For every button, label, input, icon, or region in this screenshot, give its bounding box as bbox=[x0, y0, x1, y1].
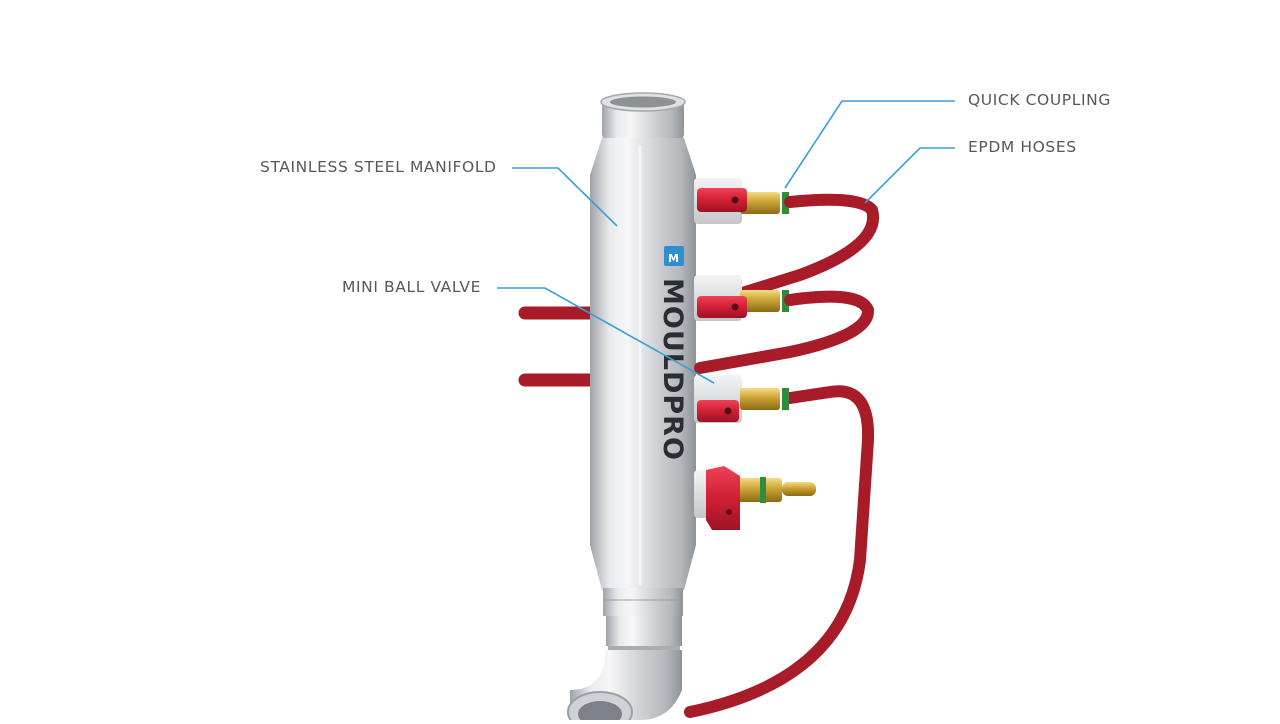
callout-line-hoses bbox=[864, 147, 955, 204]
label-stainless-steel-manifold: STAINLESS STEEL MANIFOLD bbox=[260, 158, 497, 176]
mouldpro-mark-icon bbox=[664, 246, 684, 266]
hose-bottom-loop bbox=[684, 385, 875, 718]
bottom-elbow bbox=[567, 612, 682, 724]
svg-text:M: M bbox=[668, 252, 679, 265]
callout-line-valve bbox=[497, 287, 715, 384]
callout-line-manifold bbox=[512, 167, 618, 227]
port-3 bbox=[694, 375, 789, 423]
callout-lines bbox=[497, 100, 955, 384]
callout-line-coupling bbox=[784, 100, 955, 189]
brand-name: MOULDPRO bbox=[657, 278, 688, 461]
label-epdm-hoses: EPDM HOSES bbox=[968, 138, 1077, 156]
label-quick-coupling: QUICK COUPLING bbox=[968, 91, 1111, 109]
label-mini-ball-valve: MINI BALL VALVE bbox=[342, 278, 482, 296]
hose-left-stubs bbox=[518, 306, 607, 387]
mouldpro-logo: M MOULDPRO bbox=[657, 246, 688, 461]
port-2 bbox=[694, 275, 874, 374]
port-4 bbox=[694, 466, 816, 530]
port-1 bbox=[694, 178, 880, 306]
